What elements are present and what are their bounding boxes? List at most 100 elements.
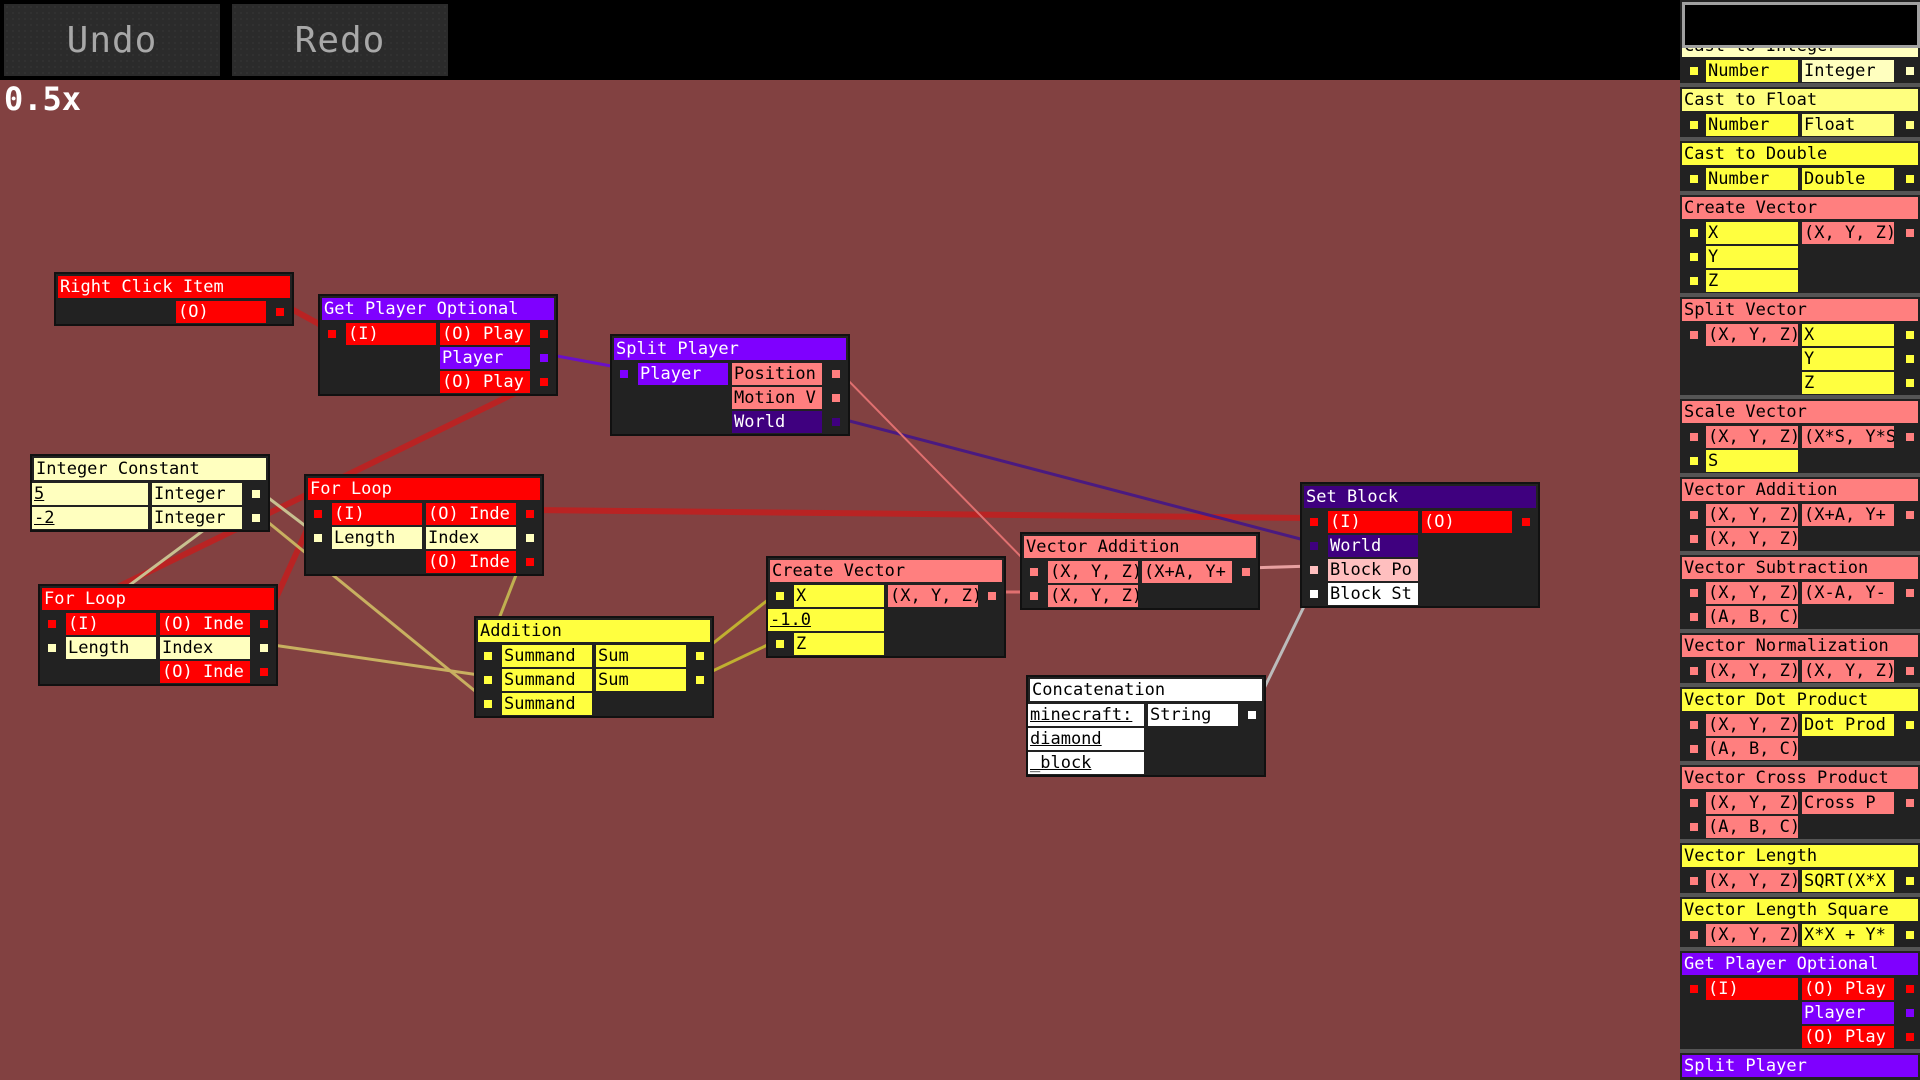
- input-port[interactable]: [620, 370, 628, 378]
- output-label: Float: [1802, 114, 1894, 136]
- palette-search-input[interactable]: [1682, 2, 1920, 48]
- input-port[interactable]: [776, 640, 784, 648]
- output-port[interactable]: [696, 652, 704, 660]
- node-get-player-optional[interactable]: Get Player Optional (I) (O) Play Player …: [318, 294, 558, 396]
- input-label: (I): [346, 323, 436, 345]
- input-label: (I): [66, 613, 156, 635]
- input-port[interactable]: [1310, 566, 1318, 574]
- input-label: (I): [1706, 978, 1798, 1000]
- redo-button[interactable]: Redo: [232, 4, 448, 76]
- input-port[interactable]: [48, 644, 56, 652]
- undo-button[interactable]: Undo: [4, 4, 220, 76]
- output-port[interactable]: [526, 510, 534, 518]
- output-port: [1906, 931, 1914, 939]
- output-port[interactable]: [1248, 711, 1256, 719]
- value-input[interactable]: _block: [1028, 752, 1144, 774]
- input-label: (A, B, C): [1706, 738, 1798, 760]
- output-port[interactable]: [540, 354, 548, 362]
- node-for-loop[interactable]: For Loop (I) (O) Inde Length Index (O) I…: [38, 584, 278, 686]
- output-port[interactable]: [260, 644, 268, 652]
- node-title[interactable]: Split Player: [614, 338, 846, 360]
- input-label: (X, Y, Z): [1706, 582, 1798, 604]
- palette-item[interactable]: Vector Dot Product(X, Y, Z)Dot Prod(A, B…: [1680, 689, 1920, 765]
- output-port[interactable]: [832, 370, 840, 378]
- palette-item-title: Create Vector: [1682, 197, 1918, 219]
- node-title[interactable]: Get Player Optional: [322, 298, 554, 320]
- input-port[interactable]: [776, 592, 784, 600]
- input-port[interactable]: [484, 652, 492, 660]
- input-port[interactable]: [484, 700, 492, 708]
- node-split-player[interactable]: Split Player Player Position Motion V Wo…: [610, 334, 850, 436]
- node-title[interactable]: For Loop: [308, 478, 540, 500]
- node-concatenation[interactable]: Concatenation minecraft: String diamond …: [1026, 675, 1266, 777]
- input-port[interactable]: [314, 534, 322, 542]
- value-input[interactable]: 5: [32, 483, 148, 505]
- value-input[interactable]: -2: [32, 507, 148, 529]
- palette-item[interactable]: Vector Cross Product(X, Y, Z)Cross P(A, …: [1680, 767, 1920, 843]
- node-create-vector[interactable]: Create Vector X (X, Y, Z) -1.0 Z: [766, 556, 1006, 658]
- node-title[interactable]: Vector Addition: [1024, 536, 1256, 558]
- output-port[interactable]: [1242, 568, 1250, 576]
- output-port[interactable]: [252, 490, 260, 498]
- palette-item[interactable]: Vector Addition(X, Y, Z)(X+A, Y+(X, Y, Z…: [1680, 479, 1920, 555]
- zoom-level: 0.5x: [4, 80, 82, 118]
- node-title[interactable]: Right Click Item: [58, 276, 290, 298]
- palette-item[interactable]: Vector Length(X, Y, Z)SQRT(X*X: [1680, 845, 1920, 897]
- palette-item[interactable]: Scale Vector(X, Y, Z)(X*S, Y*S,S: [1680, 401, 1920, 477]
- palette-item-title: Get Player Optional: [1682, 953, 1918, 975]
- node-title[interactable]: Set Block: [1304, 486, 1536, 508]
- input-port[interactable]: [48, 620, 56, 628]
- output-port[interactable]: [526, 534, 534, 542]
- output-label: (X+A, Y+: [1142, 561, 1232, 583]
- node-title[interactable]: For Loop: [42, 588, 274, 610]
- node-right-click-item[interactable]: Right Click Item (O): [54, 272, 294, 326]
- output-port[interactable]: [1522, 518, 1530, 526]
- palette-item[interactable]: Vector Length Square(X, Y, Z)X*X + Y*: [1680, 899, 1920, 951]
- node-for-loop[interactable]: For Loop (I) (O) Inde Length Index (O) I…: [304, 474, 544, 576]
- input-port[interactable]: [1310, 542, 1318, 550]
- palette-item[interactable]: Vector Subtraction(X, Y, Z)(X-A, Y-(A, B…: [1680, 557, 1920, 633]
- input-port[interactable]: [328, 330, 336, 338]
- output-port[interactable]: [988, 592, 996, 600]
- input-port: [1690, 877, 1698, 885]
- input-port: [1690, 721, 1698, 729]
- input-port: [1690, 67, 1698, 75]
- palette-item[interactable]: Vector Normalization(X, Y, Z)(X, Y, Z): [1680, 635, 1920, 687]
- input-port[interactable]: [1310, 518, 1318, 526]
- output-port[interactable]: [540, 378, 548, 386]
- node-title[interactable]: Create Vector: [770, 560, 1002, 582]
- palette-item-title: Vector Length Square: [1682, 899, 1918, 921]
- value-input[interactable]: -1.0: [768, 609, 884, 631]
- node-title[interactable]: Concatenation: [1030, 679, 1262, 701]
- input-port[interactable]: [1030, 568, 1038, 576]
- input-port[interactable]: [1030, 592, 1038, 600]
- output-port: [1906, 1033, 1914, 1041]
- node-integer-constant[interactable]: Integer Constant 5 Integer -2 Integer: [30, 454, 270, 532]
- node-palette-sidebar[interactable]: Cast to IntegerNumberIntegerCast to Floa…: [1680, 0, 1920, 1080]
- output-port[interactable]: [696, 676, 704, 684]
- input-port[interactable]: [314, 510, 322, 518]
- output-port[interactable]: [260, 620, 268, 628]
- node-addition[interactable]: Addition Summand Sum Summand Sum Summand: [474, 616, 714, 718]
- value-input[interactable]: diamond: [1028, 728, 1144, 750]
- node-set-block[interactable]: Set Block (I) (O) World Block Po Block S…: [1300, 482, 1540, 608]
- value-input[interactable]: minecraft:: [1028, 704, 1144, 726]
- output-port[interactable]: [252, 514, 260, 522]
- output-port[interactable]: [832, 394, 840, 402]
- output-port[interactable]: [832, 418, 840, 426]
- output-port[interactable]: [260, 668, 268, 676]
- input-port[interactable]: [1310, 590, 1318, 598]
- output-port[interactable]: [540, 330, 548, 338]
- output-port[interactable]: [276, 308, 284, 316]
- input-port[interactable]: [484, 676, 492, 684]
- output-port[interactable]: [526, 558, 534, 566]
- node-vector-addition[interactable]: Vector Addition (X, Y, Z) (X+A, Y+ (X, Y…: [1020, 532, 1260, 610]
- node-title[interactable]: Addition: [478, 620, 710, 642]
- node-title[interactable]: Integer Constant: [34, 458, 266, 480]
